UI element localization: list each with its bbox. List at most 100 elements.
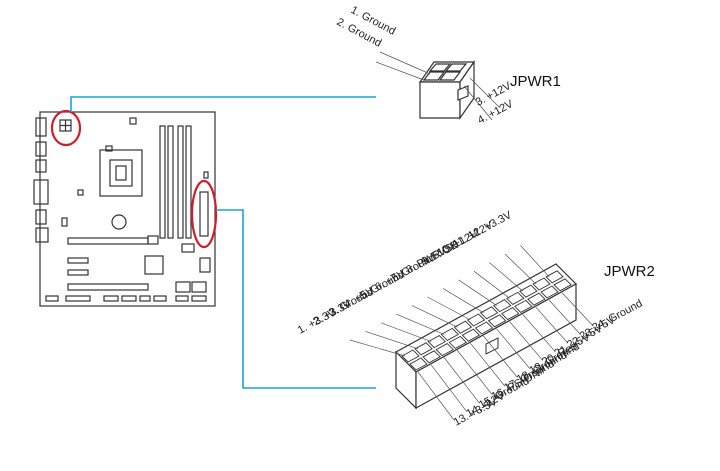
leader-line <box>496 328 530 369</box>
pin-socket <box>492 299 512 313</box>
sata-port <box>191 281 207 293</box>
dimm-slot <box>159 125 166 239</box>
motherboard-illustration <box>33 111 216 307</box>
jpwr1-leader-lines <box>375 51 501 121</box>
pcie-x1-slot <box>67 257 89 264</box>
leader-line <box>561 292 593 326</box>
cpu-socket-inner <box>109 159 133 187</box>
component <box>203 171 209 179</box>
pin-socket <box>545 270 564 284</box>
front-header <box>65 295 91 302</box>
leader-line <box>443 357 480 404</box>
cpu-socket-core <box>115 165 127 181</box>
pin-socket <box>466 313 486 327</box>
leader-line <box>411 305 458 328</box>
front-header <box>175 295 189 302</box>
leader-line <box>442 288 484 314</box>
pin-socket <box>540 285 559 299</box>
pin-socket <box>414 342 433 356</box>
front-header <box>121 295 137 302</box>
pcie-slot <box>67 283 149 291</box>
pin-socket <box>428 63 452 72</box>
pin-socket <box>487 314 507 328</box>
jpwr2-title: JPWR2 <box>604 263 655 280</box>
leader-line <box>470 342 505 386</box>
front-header <box>191 295 207 302</box>
rear-io-port <box>35 141 47 157</box>
rear-io-port <box>35 209 47 225</box>
pin-socket <box>440 327 460 341</box>
component <box>181 243 195 253</box>
dimm-slot <box>167 125 174 239</box>
sata-port <box>199 257 211 273</box>
jpwr2-pin-grid <box>401 270 572 371</box>
leader-line <box>396 313 445 335</box>
leader-line <box>463 85 493 121</box>
pin-socket <box>514 299 533 313</box>
jpwr2-leader-lines <box>349 245 593 421</box>
leader-line <box>375 61 425 81</box>
vga-port <box>33 179 49 205</box>
dimm-slot <box>177 125 184 239</box>
component <box>129 117 137 125</box>
pcie-slot <box>67 237 149 245</box>
cpu-socket <box>99 149 143 197</box>
leader-line <box>457 350 493 395</box>
pin-socket <box>532 277 551 291</box>
board-outline <box>39 111 216 307</box>
pin-socket <box>427 335 446 349</box>
leader-line <box>379 51 431 75</box>
pin-socket <box>453 320 473 334</box>
jpwr2-highlight-ring <box>190 179 218 249</box>
jpwr1-connector-drawing <box>418 60 476 120</box>
pin-socket <box>422 350 441 364</box>
pin-socket <box>527 292 546 306</box>
leader-line <box>483 335 518 378</box>
jpwr2-pin-label: 24. Ground <box>590 298 644 334</box>
front-header <box>45 295 59 302</box>
pin-socket <box>519 284 538 298</box>
leader-line <box>473 270 511 299</box>
pin-socket <box>401 349 420 363</box>
pin-socket <box>506 291 525 305</box>
leader-line <box>469 77 501 109</box>
jpwr2-callout-line <box>216 209 376 389</box>
pin-socket <box>444 63 468 72</box>
pin-socket <box>474 321 494 335</box>
leader-line <box>504 253 537 285</box>
leader-line <box>489 262 524 292</box>
socket-latch <box>105 145 113 152</box>
leader-line <box>365 331 419 350</box>
component <box>147 235 159 245</box>
leader-line <box>520 245 550 278</box>
front-header <box>103 295 119 302</box>
component <box>77 189 84 196</box>
pin-socket <box>553 278 572 292</box>
leader-line <box>430 364 467 412</box>
leader-line <box>380 322 432 342</box>
chipset <box>144 255 164 275</box>
pin-socket <box>461 328 481 342</box>
leader-line <box>522 314 556 352</box>
pin-socket <box>409 357 428 371</box>
rear-io-port <box>35 159 47 173</box>
jpwr1-highlight-ring <box>50 109 82 147</box>
jpwr2-pin-label: 12. +3.3V <box>466 209 514 242</box>
leader-line <box>535 306 568 343</box>
leader-line <box>509 321 543 361</box>
connector-front <box>419 81 461 119</box>
pcie-x1-slot <box>67 269 89 276</box>
pin-socket <box>500 307 520 321</box>
pin-socket <box>438 71 462 81</box>
rear-io-port <box>35 117 47 137</box>
jpwr1-callout-line <box>70 96 376 112</box>
leader-line <box>349 339 406 357</box>
front-header <box>139 295 151 302</box>
leader-line <box>427 296 471 321</box>
leader-line <box>458 279 497 306</box>
board-jpwr2-connector <box>199 191 209 237</box>
pin-socket <box>448 335 468 349</box>
pin-socket <box>479 306 499 320</box>
front-header <box>153 295 167 302</box>
